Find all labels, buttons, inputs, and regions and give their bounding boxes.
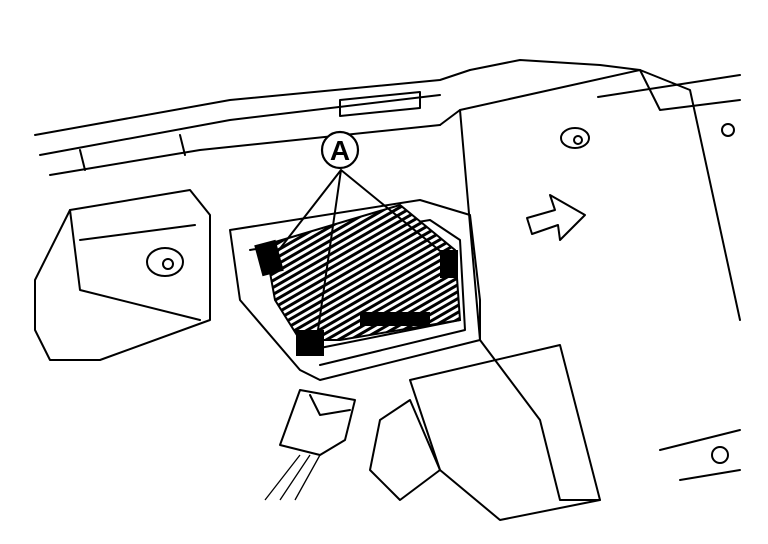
rear-panel: [34, 59, 641, 176]
callout-circle: [320, 130, 360, 170]
callout-label: A: [330, 135, 350, 166]
direction-arrow-icon: [526, 194, 586, 241]
callout-a: A: [274, 130, 446, 331]
control-module: [254, 203, 462, 356]
lower-structure: [264, 123, 741, 521]
left-bracket: [34, 189, 211, 361]
right-panel: [439, 69, 741, 501]
